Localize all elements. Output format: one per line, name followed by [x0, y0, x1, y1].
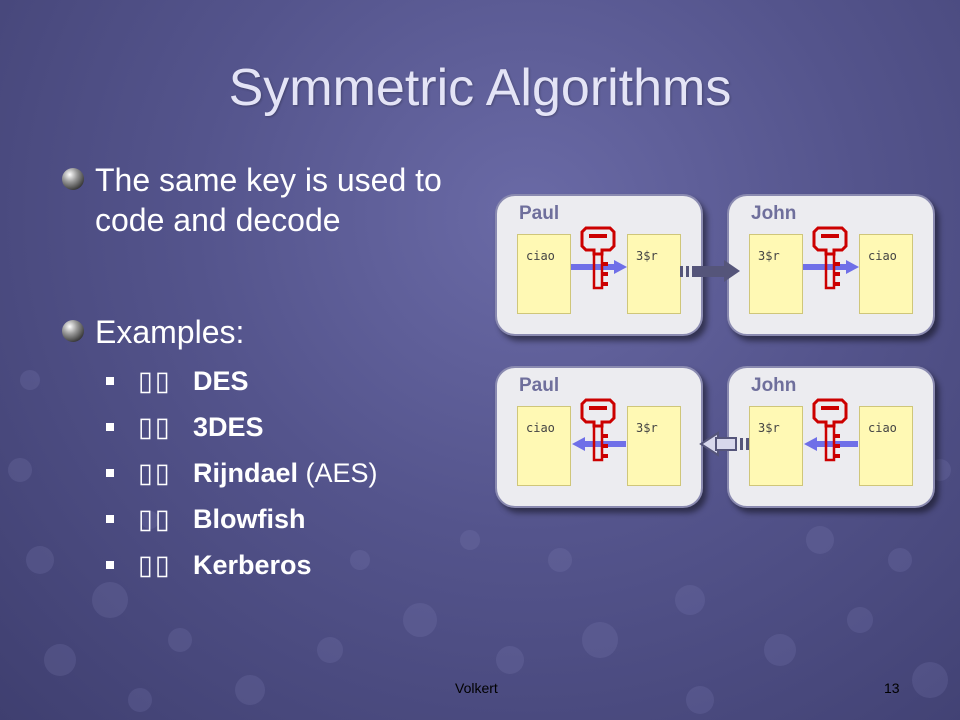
- panel-paul-decrypt: Paul ciao 3$r: [495, 366, 703, 508]
- document-ciphertext: 3$r: [749, 234, 803, 314]
- document-ciphertext: 3$r: [749, 406, 803, 486]
- bullet-examples: Examples:: [62, 312, 475, 352]
- example-name: DES: [193, 366, 249, 396]
- document-plaintext: ciao: [517, 234, 571, 314]
- example-name: 3DES: [193, 412, 264, 442]
- placeholder-glyphs: ▯▯: [138, 412, 172, 442]
- document-plaintext: ciao: [859, 406, 913, 486]
- example-suffix: (AES): [298, 458, 378, 488]
- example-name: Kerberos: [193, 550, 312, 580]
- panel-name: Paul: [519, 375, 560, 396]
- bullet-same-key: The same key is used to code and decode: [62, 160, 475, 240]
- document-plaintext: ciao: [517, 406, 571, 486]
- placeholder-glyphs: ▯▯: [138, 366, 172, 396]
- bullet-text: The same key is used to code and decode: [95, 162, 442, 238]
- square-bullet-icon: [106, 469, 114, 477]
- document-ciphertext: 3$r: [627, 406, 681, 486]
- example-name: Rijndael: [193, 458, 299, 488]
- footer-page-number: 13: [884, 680, 900, 696]
- slide-title: Symmetric Algorithms: [228, 59, 732, 117]
- panel-name: John: [751, 375, 797, 396]
- square-bullet-icon: [106, 561, 114, 569]
- placeholder-glyphs: ▯▯: [138, 458, 172, 488]
- bullet-orb-icon: [62, 168, 84, 190]
- panel-name: Paul: [519, 203, 560, 224]
- panel-john-encrypt: John 3$r ciao: [727, 366, 935, 508]
- placeholder-glyphs: ▯▯: [138, 550, 172, 580]
- square-bullet-icon: [106, 423, 114, 431]
- panel-john-decrypt: John 3$r ciao: [727, 194, 935, 336]
- square-bullet-icon: [106, 515, 114, 523]
- bullet-orb-icon: [62, 320, 84, 342]
- panel-paul-encrypt: Paul ciao 3$r: [495, 194, 703, 336]
- document-plaintext: ciao: [859, 234, 913, 314]
- placeholder-glyphs: ▯▯: [138, 504, 172, 534]
- document-ciphertext: 3$r: [627, 234, 681, 314]
- square-bullet-icon: [106, 377, 114, 385]
- bullet-text: Examples:: [95, 314, 245, 350]
- footer-author: Volkert: [455, 680, 498, 696]
- example-name: Blowfish: [193, 504, 306, 534]
- panel-name: John: [751, 203, 797, 224]
